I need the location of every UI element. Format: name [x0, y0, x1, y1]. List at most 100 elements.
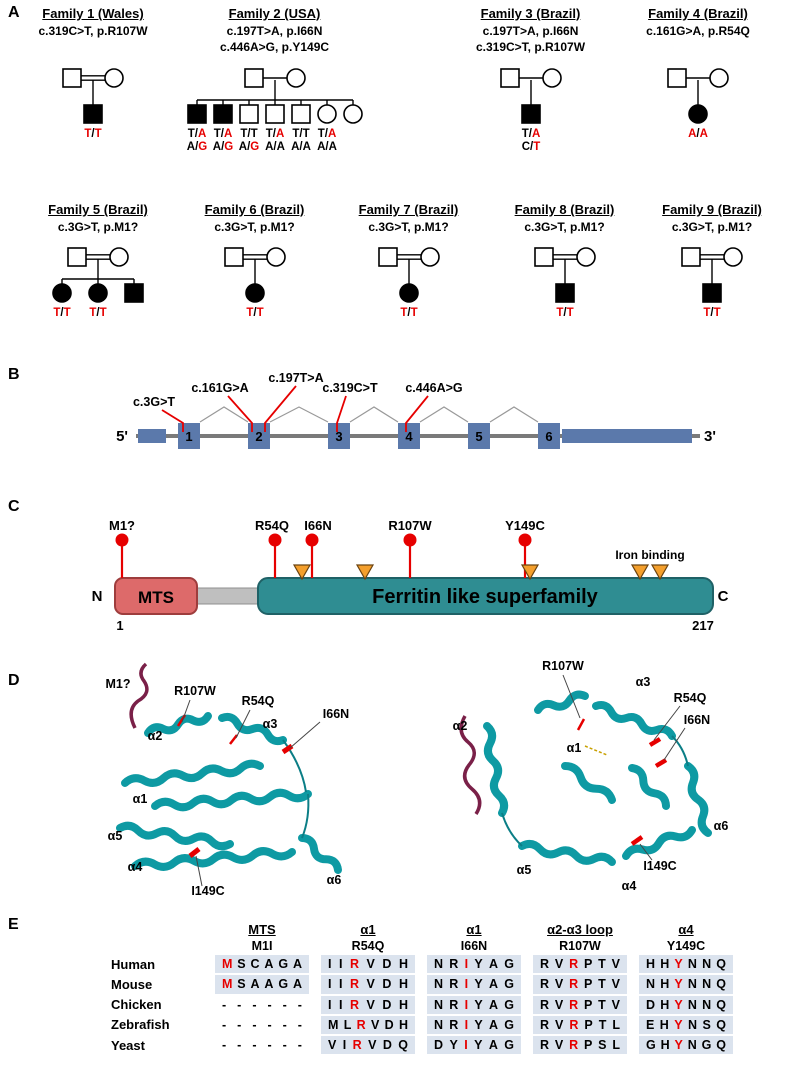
structure-label: R54Q	[674, 691, 707, 705]
affected-female-symbol	[52, 283, 72, 303]
structure-top-view-art	[459, 674, 712, 866]
genotype-text: A/A	[291, 141, 311, 153]
label-pointer	[289, 721, 321, 749]
lollipop-head	[305, 533, 319, 547]
residue: Q	[716, 1038, 726, 1052]
structure-label: α6	[714, 819, 729, 833]
residue: V	[611, 997, 620, 1012]
residue: Y	[674, 1038, 683, 1052]
structure-label: α2	[148, 729, 163, 743]
residue: N	[646, 977, 656, 992]
residue: D	[382, 977, 392, 992]
residue: N	[687, 957, 697, 971]
residue: R	[449, 997, 459, 1012]
genotype-text: T/T	[556, 307, 573, 319]
residue: I	[464, 997, 469, 1012]
residue: Y	[674, 977, 683, 992]
genotype-text: A/G	[212, 141, 233, 153]
mutation-text: c.3G>T, p.M1?	[524, 220, 605, 234]
residue-end: 217	[692, 618, 714, 633]
ferritin-domain-label: Ferritin like superfamily	[372, 586, 599, 608]
residue: I	[339, 977, 343, 992]
family-mutations: c.3G>T, p.M1?	[336, 220, 481, 239]
mutation-text: c.319C>T, p.R107W	[38, 24, 148, 38]
panel-label-b: B	[8, 366, 20, 383]
male-symbol	[238, 104, 259, 124]
exon-4-number: 4	[405, 429, 413, 444]
residue: R	[569, 1017, 579, 1032]
mutation-label: c.161G>A	[191, 381, 248, 395]
variant-header: I66N	[460, 939, 488, 953]
residue: Y	[474, 1038, 483, 1052]
exon-5	[468, 423, 490, 449]
intron-chevron	[489, 406, 539, 423]
residue: M	[328, 1017, 339, 1032]
female-symbol	[265, 247, 286, 267]
region-header: α2-α3 loop	[533, 922, 627, 937]
mutation-pointer	[161, 409, 184, 432]
residue: T	[598, 1017, 607, 1032]
residue: I	[464, 1017, 469, 1032]
residue: V	[554, 997, 564, 1012]
genotype-text: C/T	[521, 141, 540, 153]
residue: I	[464, 977, 469, 992]
residue: A	[292, 977, 302, 992]
residue: -	[282, 1017, 287, 1032]
residue: R	[449, 957, 459, 971]
residue: P	[583, 1038, 593, 1052]
structure-label: M1?	[106, 677, 131, 691]
residue: H	[646, 957, 656, 971]
structure-label: α1	[567, 741, 582, 755]
alpha-helix	[684, 762, 712, 837]
region-header: MTS	[215, 922, 309, 937]
residue: L	[343, 1017, 352, 1032]
structure-label: I149C	[191, 884, 224, 898]
residue: I	[464, 957, 469, 971]
residue: N	[687, 997, 697, 1012]
pedigree-chart: A/A	[667, 68, 729, 140]
family-title: Family 4 (Brazil)	[648, 6, 748, 21]
structure-label: I66N	[684, 713, 710, 727]
residue: H	[398, 957, 408, 971]
affected-male-symbol	[212, 104, 233, 124]
structure-label: α4	[622, 879, 637, 893]
exon-3	[328, 423, 350, 449]
alpha-helix	[298, 834, 342, 874]
family-pedigree-9: Family 9 (Brazil)c.3G>T, p.M1?T/T	[642, 202, 782, 333]
female-symbol	[109, 247, 129, 267]
iron-binding-triangle-icon	[650, 564, 670, 581]
residue: V	[368, 1038, 377, 1052]
female-symbol	[541, 68, 562, 88]
exon-4	[398, 423, 420, 449]
residue: T	[598, 997, 606, 1012]
pedigree-chart: T/T	[377, 247, 440, 319]
region-name: MTS	[248, 922, 276, 937]
residue: V	[366, 957, 375, 971]
residue: G	[278, 957, 289, 971]
residue: T	[598, 977, 606, 992]
male-symbol	[667, 68, 687, 88]
residue: P	[583, 977, 593, 992]
alpha-helix	[483, 722, 509, 817]
genotype-text: T/T	[53, 307, 70, 319]
residue: Y	[674, 1017, 683, 1032]
affected-male-symbol	[702, 283, 722, 303]
residue: H	[398, 1017, 408, 1032]
residue: M	[222, 957, 233, 971]
coordination-dash	[584, 745, 608, 756]
residue: R	[540, 957, 550, 971]
residue: V	[554, 1038, 564, 1052]
residue: L	[612, 1017, 620, 1032]
residue: -	[222, 1017, 227, 1032]
affected-female-symbol	[688, 104, 708, 124]
